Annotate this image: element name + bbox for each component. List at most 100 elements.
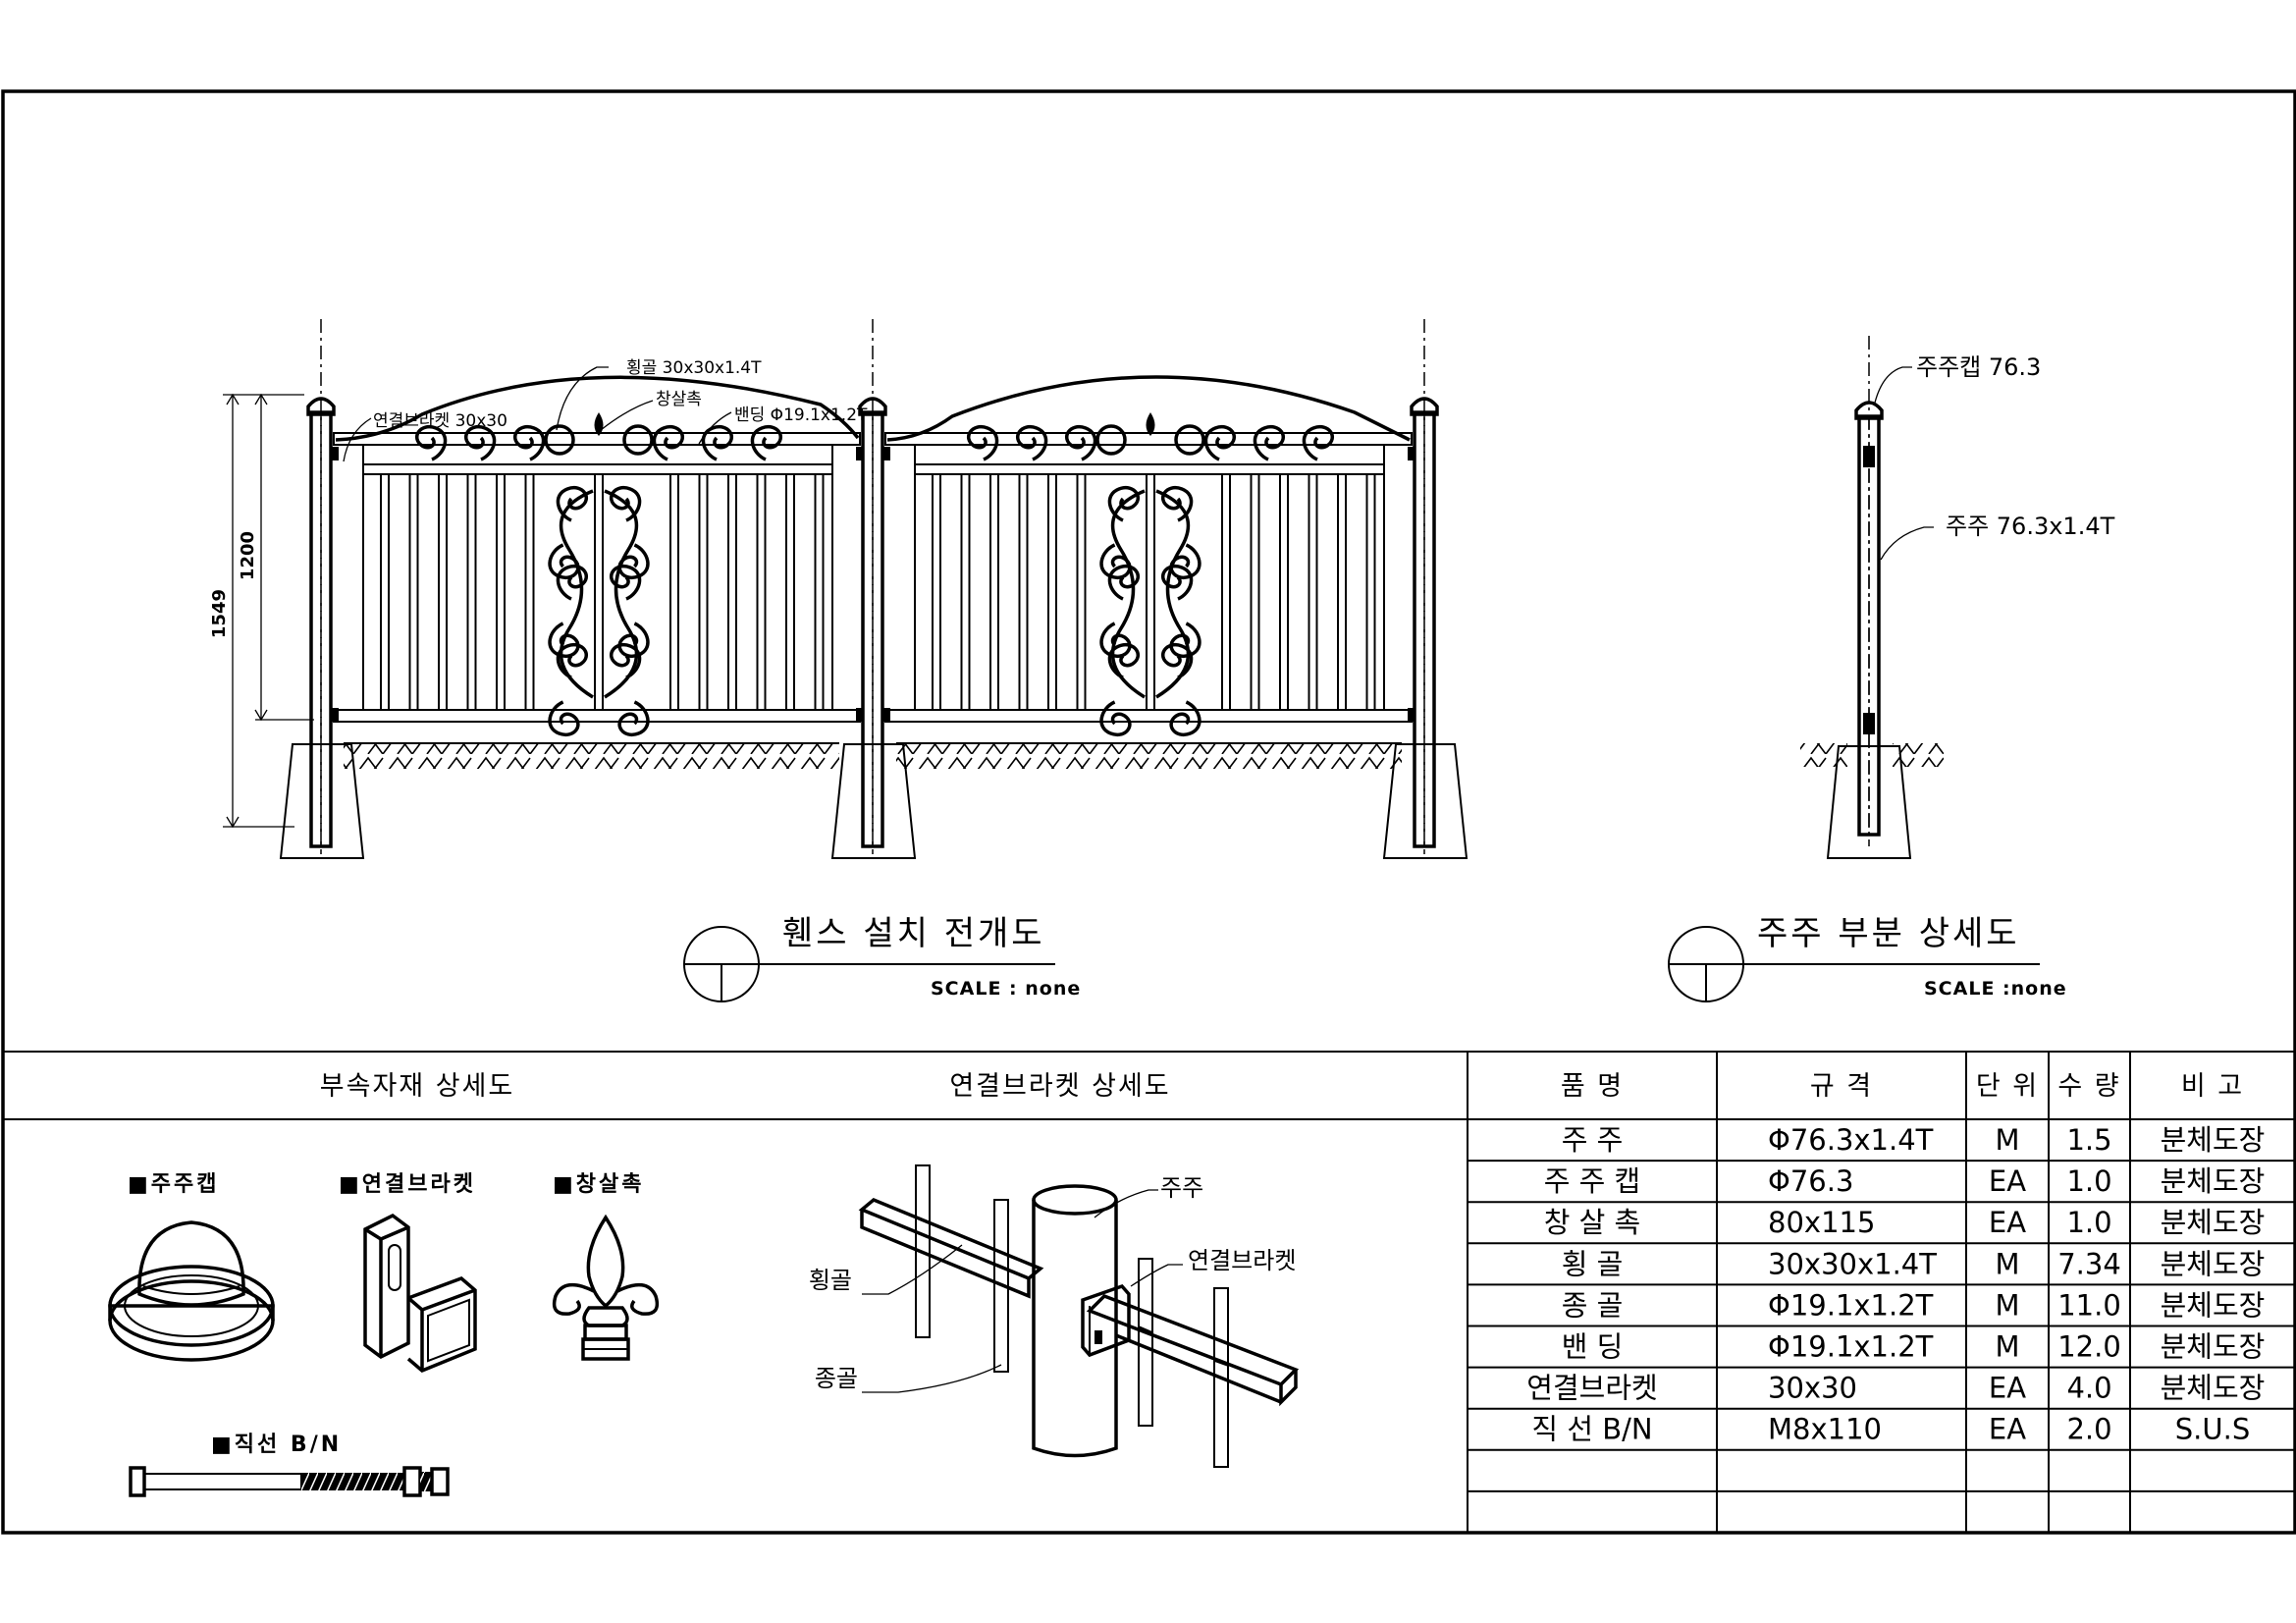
baluster — [524, 473, 535, 711]
bom-cell: 분체도장 — [2161, 1206, 2266, 1239]
bom-cell: 분체도장 — [2161, 1288, 2266, 1322]
baluster — [438, 473, 448, 711]
bom-cell: 30x30x1.4T — [1768, 1247, 1937, 1280]
baluster — [814, 473, 825, 711]
baluster — [932, 473, 941, 711]
bom-cell: 분체도장 — [2161, 1247, 2266, 1280]
bom-cell: M — [1995, 1330, 2019, 1364]
bom-header-cell: 규 격 — [1810, 1071, 1873, 1102]
bom-cell: 12.0 — [2057, 1330, 2121, 1364]
baluster — [1250, 473, 1260, 711]
bom-cell: 창 살 촉 — [1544, 1206, 1640, 1239]
bom-header-cell: 단 위 — [1976, 1071, 2039, 1102]
sheet-frame — [1, 89, 2296, 1535]
accessories-section: 부속자재 상세도 ■주주캡 ■연결브라켓 ■창살촉 ■직선 B/N — [108, 1071, 660, 1497]
bom-cell: 주 주 — [1562, 1123, 1624, 1157]
bom-cell: 11.0 — [2057, 1288, 2121, 1322]
bom-cell: 종 골 — [1562, 1288, 1624, 1322]
bolt-drawing — [129, 1466, 450, 1497]
label-baluster: 밴딩 Φ19.1x1.2T — [734, 406, 868, 425]
post-detail-title: 주주 부분 상세도 — [1757, 914, 2020, 953]
bom-cell: EA — [1989, 1413, 2026, 1446]
label-finial: 창살촉 — [656, 390, 702, 409]
bracket-detail-section: 연결브라켓 상세도 주주 연결브라켓 횡골 종골 — [809, 1071, 1300, 1468]
ornament-panel — [967, 412, 1334, 737]
bom-row: 직 선 B/N M8x110 EA 2.0 S.U.S — [1531, 1413, 2250, 1446]
baluster — [408, 473, 419, 711]
bom-cell: 1.0 — [2066, 1206, 2111, 1239]
bom-cell: Φ76.3x1.4T — [1768, 1123, 1934, 1157]
baluster — [1365, 473, 1376, 711]
accessory-finial-label: ■창살촉 — [553, 1172, 645, 1197]
bom-cell: 분체도장 — [2161, 1372, 2266, 1405]
baluster — [756, 473, 767, 711]
bom-cell: Φ19.1x1.2T — [1768, 1288, 1934, 1322]
bracket-label-post: 주주 — [1160, 1174, 1203, 1202]
bom-cell: EA — [1989, 1206, 2026, 1239]
label-post-cap: 주주캡 76.3 — [1916, 353, 2041, 381]
bom-cell: 주 주 캡 — [1544, 1164, 1640, 1198]
post-detail: 주주캡 76.3 주주 76.3x1.4T 주주 부분 상세도 SCALE :n… — [1668, 336, 2115, 1002]
bom-header-cell: 비 고 — [2181, 1071, 2244, 1102]
bom-cell: 2.0 — [2066, 1413, 2111, 1446]
bom-cell: 횡 골 — [1562, 1247, 1624, 1280]
accessories-header: 부속자재 상세도 — [320, 1071, 514, 1102]
bom-cell: 4.0 — [2066, 1372, 2111, 1405]
baluster — [1308, 473, 1318, 711]
bom-header-cell: 수 량 — [2057, 1071, 2120, 1102]
bom-cell: EA — [1989, 1164, 2026, 1198]
bracket-drawing — [363, 1213, 477, 1374]
finial-drawing — [552, 1214, 660, 1361]
bom-row: 주 주 Φ76.3x1.4T M 1.5 분체도장 — [1562, 1123, 2266, 1157]
baluster — [989, 473, 999, 711]
label-post: 주주 76.3x1.4T — [1946, 513, 2115, 540]
bom-cell: 1.0 — [2066, 1164, 2111, 1198]
ornaments — [415, 412, 1334, 737]
accessory-bolt-label: ■직선 B/N — [211, 1433, 342, 1457]
baluster — [669, 473, 679, 711]
accessory-post-cap-label: ■주주캡 — [128, 1172, 220, 1197]
dimension-lines — [223, 393, 314, 829]
bom-cell: 직 선 B/N — [1531, 1413, 1652, 1446]
baluster — [727, 473, 737, 711]
label-bracket: 연결브라켓 30x30 — [373, 411, 507, 431]
fence-elevation: 1200 1549 횡골 30x30x1.4T 창살촉 밴딩 Φ19.1x1.2… — [209, 319, 1468, 1002]
bom-cell: 분체도장 — [2161, 1164, 2266, 1198]
baluster — [1076, 473, 1087, 711]
posts — [306, 397, 1439, 848]
bom-cell: M — [1995, 1123, 2019, 1157]
bom-row: 주 주 캡 Φ76.3 EA 1.0 분체도장 — [1544, 1164, 2266, 1198]
dim-total-height: 1549 — [209, 589, 230, 638]
baluster — [380, 473, 390, 711]
baluster — [1221, 473, 1231, 711]
ornament-panel — [415, 412, 782, 737]
baluster — [1279, 473, 1289, 711]
post-detail-scale: SCALE :none — [1924, 978, 2067, 1000]
bom-cell: 연결브라켓 — [1526, 1372, 1657, 1405]
bom-cell: EA — [1989, 1372, 2026, 1405]
bracket-label-vertical: 종골 — [815, 1365, 858, 1392]
baluster — [785, 473, 795, 711]
bracket-detail-header: 연결브라켓 상세도 — [949, 1071, 1170, 1102]
bom-cell: M8x110 — [1768, 1413, 1882, 1446]
baluster — [1337, 473, 1347, 711]
bom-cell: Φ76.3 — [1768, 1164, 1853, 1198]
baluster — [466, 473, 477, 711]
bom-cell: M — [1995, 1247, 2019, 1280]
bom-cell: M — [1995, 1288, 2019, 1322]
bom-header-cell: 품 명 — [1561, 1071, 1624, 1102]
baluster — [1047, 473, 1057, 711]
bom-row: 종 골 Φ19.1x1.2T M 11.0 분체도장 — [1562, 1288, 2266, 1322]
bom-cell: 분체도장 — [2161, 1123, 2266, 1157]
bom-cell: 80x115 — [1768, 1206, 1875, 1239]
bracket-label-rail: 횡골 — [809, 1267, 852, 1294]
balusters — [380, 473, 1376, 711]
baluster — [1018, 473, 1029, 711]
bom-cell: 1.5 — [2066, 1123, 2111, 1157]
baluster — [960, 473, 971, 711]
baluster — [698, 473, 709, 711]
bom-cell: S.U.S — [2175, 1413, 2250, 1446]
